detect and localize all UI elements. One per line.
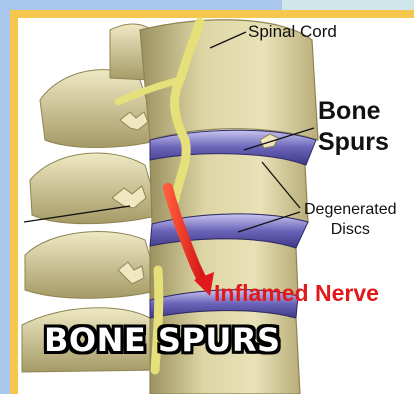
spinal-cord-label: Spinal Cord (248, 22, 337, 42)
discs-label-line1: Degenerated (304, 200, 397, 220)
inflamed-nerve-label: Inflamed Nerve (214, 280, 379, 307)
degenerated-discs-label: Degenerated Discs (304, 200, 397, 240)
caption: BONE SPURS (44, 321, 281, 359)
discs-label-line2: Discs (304, 220, 397, 240)
bone-spurs-label: Bone Spurs (318, 96, 389, 158)
bone-spurs-label-line2: Spurs (318, 127, 389, 158)
bone-spurs-label-line1: Bone (318, 96, 389, 127)
